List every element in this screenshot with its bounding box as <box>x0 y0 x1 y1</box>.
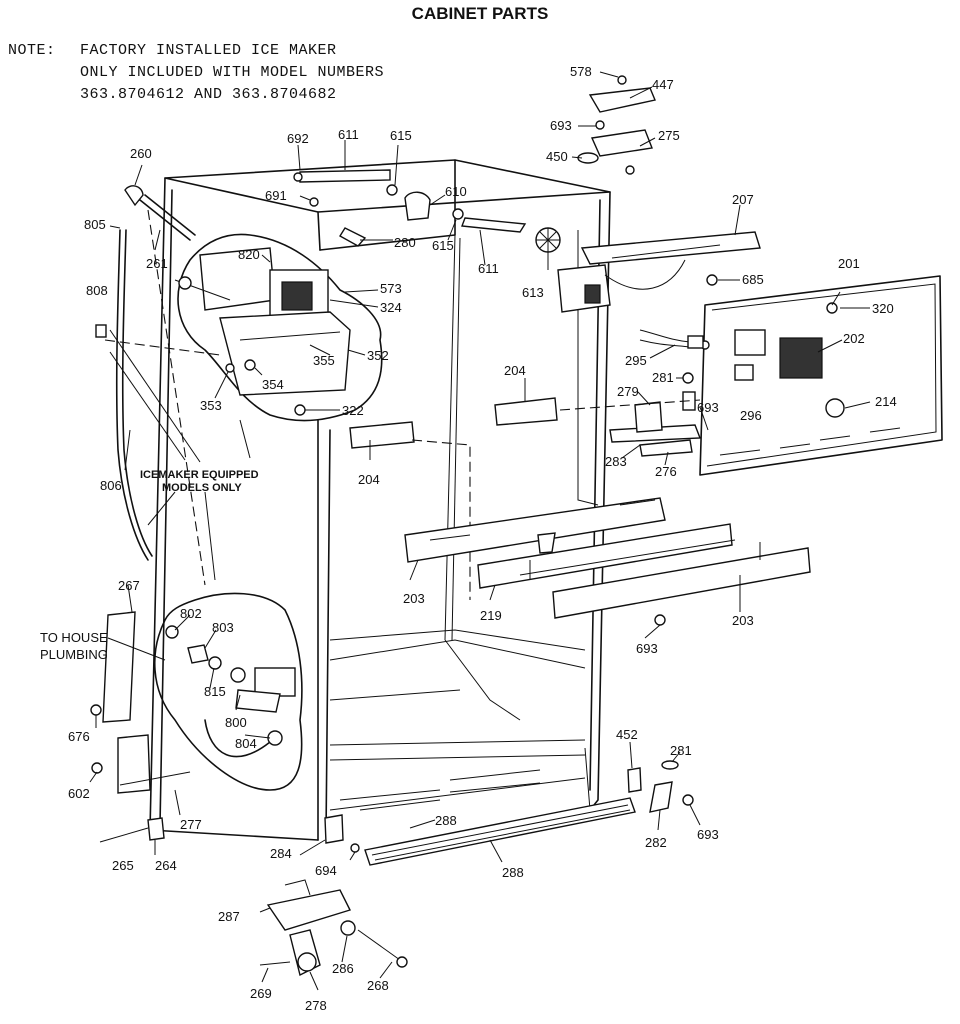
part-label: 355 <box>313 353 335 368</box>
part-label: 276 <box>655 464 677 479</box>
part-label: 693 <box>636 641 658 656</box>
part-label: 615 <box>390 128 412 143</box>
part-label: 354 <box>262 377 284 392</box>
part-label: 611 <box>338 127 359 142</box>
part-label: 202 <box>843 331 865 346</box>
part-label: 450 <box>546 149 568 164</box>
part-label: 693 <box>697 827 719 842</box>
water-tubing <box>95 185 221 586</box>
part-label: 447 <box>652 77 674 92</box>
part-label: 602 <box>68 786 90 801</box>
part-label: 803 <box>212 620 234 635</box>
part-label: 287 <box>218 909 240 924</box>
part-label: 693 <box>697 400 719 415</box>
part-label: 804 <box>235 736 257 751</box>
part-label: 610 <box>445 184 467 199</box>
part-label: 207 <box>732 192 754 207</box>
part-label: 353 <box>200 398 222 413</box>
part-label: 203 <box>403 591 425 606</box>
part-label: 615 <box>432 238 454 253</box>
note-line-1: FACTORY INSTALLED ICE MAKER <box>80 42 337 59</box>
part-number-labels: 578 447 693 275 450 207 685 201 320 202 … <box>68 64 897 1013</box>
part-label: 201 <box>838 256 860 271</box>
part-label: 204 <box>358 472 380 487</box>
part-label: 288 <box>435 813 457 828</box>
part-label: 805 <box>84 217 106 232</box>
part-label: 692 <box>287 131 309 146</box>
part-label: 815 <box>204 684 226 699</box>
part-label: 694 <box>315 863 337 878</box>
part-label: 322 <box>342 403 364 418</box>
icemaker-caption-line-1: ICEMAKER EQUIPPED <box>140 469 259 481</box>
part-label: 320 <box>872 301 894 316</box>
part-label: 260 <box>130 146 152 161</box>
house-plumbing-caption-line-1: TO HOUSE <box>40 630 108 645</box>
water-valve-assembly <box>90 592 303 794</box>
part-label: 685 <box>742 272 764 287</box>
part-label: 283 <box>605 454 627 469</box>
part-label: 281 <box>652 370 674 385</box>
part-label: 280 <box>394 235 416 250</box>
part-label: 691 <box>265 188 287 203</box>
top-controls <box>293 75 761 313</box>
part-label: 286 <box>332 961 354 976</box>
part-label: 219 <box>480 608 502 623</box>
part-label: 267 <box>118 578 140 593</box>
shelves <box>404 497 811 626</box>
part-label: 693 <box>550 118 572 133</box>
part-label: 268 <box>367 978 389 993</box>
part-label: 269 <box>250 986 272 1001</box>
part-label: 324 <box>380 300 402 315</box>
part-label: 452 <box>616 727 638 742</box>
icemaker-caption-line-2: MODELS ONLY <box>162 482 242 494</box>
part-label: 820 <box>238 247 260 262</box>
part-label: 279 <box>617 384 639 399</box>
part-label: 261 <box>146 256 168 271</box>
part-label: 277 <box>180 817 202 832</box>
part-label: 613 <box>522 285 544 300</box>
leader-lines <box>89 71 871 991</box>
part-label: 203 <box>732 613 754 628</box>
part-label: 611 <box>478 261 499 276</box>
note-line-2: ONLY INCLUDED WITH MODEL NUMBERS <box>80 64 385 81</box>
part-label: 214 <box>875 394 897 409</box>
part-label: 281 <box>670 743 692 758</box>
part-label: 800 <box>225 715 247 730</box>
page-title: CABINET PARTS <box>411 4 549 23</box>
part-label: 295 <box>625 353 647 368</box>
part-label: 578 <box>570 64 592 79</box>
house-plumbing-caption-line-2: PLUMBING <box>40 647 108 662</box>
part-label: 204 <box>504 363 526 378</box>
part-label: 288 <box>502 865 524 880</box>
part-label: 808 <box>86 283 108 298</box>
part-label: 264 <box>155 858 177 873</box>
part-label: 296 <box>740 408 762 423</box>
part-label: 573 <box>380 281 402 296</box>
part-label: 802 <box>180 606 202 621</box>
part-label: 275 <box>658 128 680 143</box>
part-label: 265 <box>112 858 134 873</box>
part-label: 284 <box>270 846 292 861</box>
part-label: 282 <box>645 835 667 850</box>
note-line-3: 363.8704612 AND 363.8704682 <box>80 86 337 103</box>
part-label: 806 <box>100 478 122 493</box>
control-panel <box>639 275 943 476</box>
note-prefix: NOTE: <box>8 42 56 59</box>
icemaker-assembly <box>174 233 383 422</box>
hinge-brackets <box>349 372 702 600</box>
part-label: 676 <box>68 729 90 744</box>
part-label: 352 <box>367 348 389 363</box>
bottom-hardware <box>99 760 694 977</box>
part-label: 278 <box>305 998 327 1013</box>
